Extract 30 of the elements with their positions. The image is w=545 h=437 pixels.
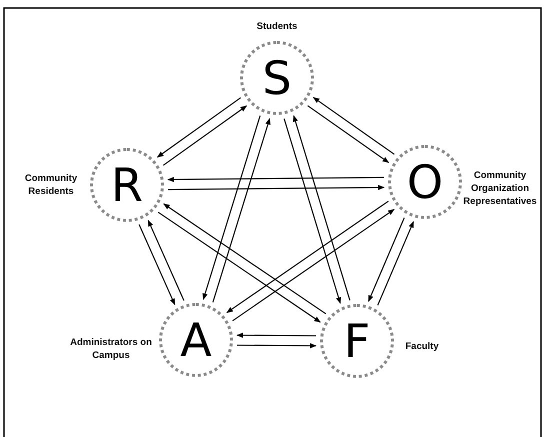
arrow: [212, 118, 270, 302]
node-letter: O: [406, 159, 444, 205]
arrow: [312, 97, 395, 155]
arrow: [226, 200, 389, 314]
arrow: [158, 212, 321, 323]
node-caption: Faculty: [404, 340, 440, 353]
node-caption: Students: [256, 20, 298, 33]
arrow: [232, 208, 395, 322]
node-caption: Community Residents: [24, 172, 78, 198]
arrow: [202, 116, 261, 300]
arrow: [236, 343, 317, 348]
arrow: [148, 220, 184, 301]
arrow: [168, 184, 385, 190]
node-letter: A: [180, 317, 212, 363]
node-caption: Administrators on Campus: [69, 336, 153, 362]
arrow: [368, 218, 405, 302]
node-letter: R: [111, 162, 143, 208]
arrow: [162, 105, 248, 166]
arrow: [236, 332, 316, 338]
arrow: [284, 118, 342, 304]
arrow: [156, 97, 242, 158]
arrow: [163, 203, 326, 314]
arrow: [167, 176, 384, 182]
node-caption: Community Organization Representatives: [462, 169, 538, 208]
arrow: [292, 115, 350, 300]
arrow: [377, 221, 414, 306]
node-letter: S: [262, 55, 292, 101]
arrow: [138, 224, 176, 306]
arrow: [307, 105, 390, 163]
node-letter: F: [344, 318, 370, 364]
